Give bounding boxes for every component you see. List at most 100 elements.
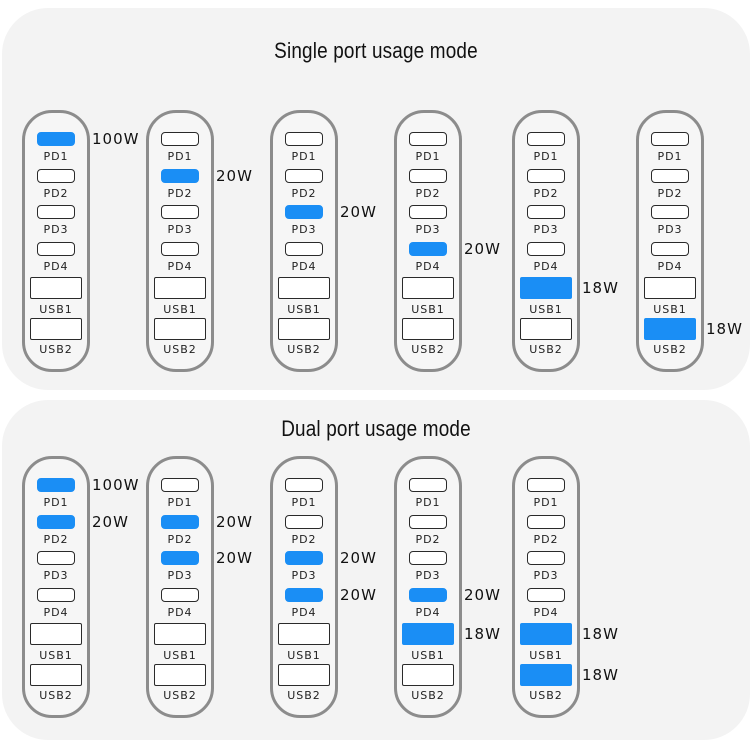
port-label: USB1: [39, 649, 73, 662]
port-pd4-active: [409, 588, 447, 602]
port-pd4: [161, 242, 199, 256]
port-label: USB1: [411, 303, 445, 316]
port-usb2: [154, 664, 206, 686]
port-pd1-active: [37, 478, 75, 492]
port-label: PD2: [291, 533, 317, 546]
port-label: PD4: [43, 606, 69, 619]
port-usb1-active: [402, 623, 454, 645]
wattage-label: 20W: [464, 240, 501, 258]
port-label: PD1: [657, 150, 683, 163]
port-label: USB2: [653, 343, 687, 356]
port-pd1: [161, 132, 199, 146]
wattage-label: 18W: [582, 279, 619, 297]
port-label: USB2: [529, 343, 563, 356]
port-label: PD1: [533, 496, 559, 509]
port-label: PD2: [167, 533, 193, 546]
port-label: USB2: [287, 689, 321, 702]
wattage-label: 20W: [216, 167, 253, 185]
port-label: PD4: [167, 606, 193, 619]
port-label: PD3: [533, 569, 559, 582]
port-label: USB1: [163, 303, 197, 316]
port-pd4: [651, 242, 689, 256]
port-usb1: [644, 277, 696, 299]
port-usb1: [30, 623, 82, 645]
port-label: USB1: [411, 649, 445, 662]
dual-port-mode-title: Dual port usage mode: [281, 416, 471, 441]
port-label: PD4: [415, 606, 441, 619]
port-label: PD2: [43, 533, 69, 546]
wattage-label: 100W: [92, 476, 140, 494]
port-usb2: [30, 664, 82, 686]
port-label: USB2: [163, 343, 197, 356]
port-usb2: [278, 664, 330, 686]
port-usb2-active: [644, 318, 696, 340]
port-label: PD1: [43, 150, 69, 163]
port-pd3: [651, 205, 689, 219]
port-label: PD1: [291, 150, 317, 163]
port-label: PD3: [43, 223, 69, 236]
wattage-label: 20W: [340, 203, 377, 221]
port-label: PD3: [291, 223, 317, 236]
port-label: PD3: [291, 569, 317, 582]
port-label: USB1: [39, 303, 73, 316]
port-label: PD3: [657, 223, 683, 236]
port-pd1: [285, 478, 323, 492]
port-pd2: [285, 169, 323, 183]
port-usb1-active: [520, 277, 572, 299]
port-pd2: [285, 515, 323, 529]
port-label: USB1: [529, 649, 563, 662]
port-pd1: [409, 132, 447, 146]
wattage-label: 20W: [92, 513, 129, 531]
port-label: USB2: [163, 689, 197, 702]
wattage-label: 18W: [582, 666, 619, 684]
port-label: PD2: [167, 187, 193, 200]
port-label: USB1: [163, 649, 197, 662]
port-label: PD4: [657, 260, 683, 273]
port-usb1: [278, 623, 330, 645]
port-label: USB1: [529, 303, 563, 316]
port-label: PD3: [533, 223, 559, 236]
port-pd4: [527, 242, 565, 256]
port-pd1: [161, 478, 199, 492]
port-pd1: [285, 132, 323, 146]
wattage-label: 100W: [92, 130, 140, 148]
port-pd3-active: [285, 205, 323, 219]
port-label: PD1: [167, 150, 193, 163]
port-pd4: [527, 588, 565, 602]
port-usb2: [520, 318, 572, 340]
port-pd3: [527, 205, 565, 219]
port-usb1: [278, 277, 330, 299]
port-label: PD2: [43, 187, 69, 200]
port-label: PD3: [415, 223, 441, 236]
port-pd2-active: [37, 515, 75, 529]
port-pd2: [409, 515, 447, 529]
port-label: PD2: [533, 533, 559, 546]
port-label: USB2: [529, 689, 563, 702]
port-pd1: [651, 132, 689, 146]
port-label: PD4: [43, 260, 69, 273]
port-pd2: [409, 169, 447, 183]
port-pd4-active: [285, 588, 323, 602]
port-label: PD1: [167, 496, 193, 509]
port-pd2: [37, 169, 75, 183]
port-label: PD2: [291, 187, 317, 200]
port-usb1: [30, 277, 82, 299]
port-label: PD1: [291, 496, 317, 509]
port-pd2-active: [161, 515, 199, 529]
port-usb1: [402, 277, 454, 299]
single-port-mode-title: Single port usage mode: [274, 38, 478, 63]
port-label: PD4: [291, 260, 317, 273]
port-pd2: [651, 169, 689, 183]
port-usb2: [30, 318, 82, 340]
wattage-label: 18W: [706, 320, 743, 338]
